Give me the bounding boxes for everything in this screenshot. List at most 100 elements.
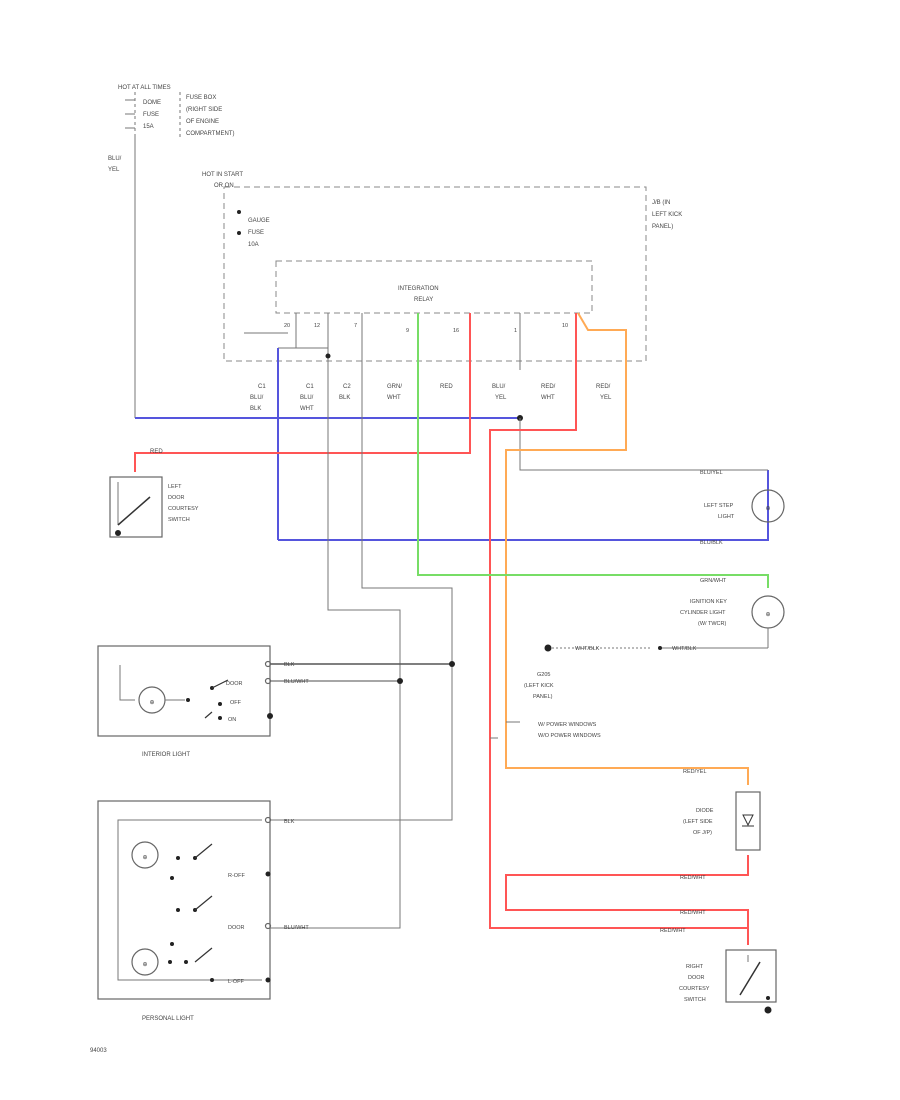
interior-pos-door: DOOR [226,681,243,687]
diode-wire-2: RED/WHT [680,875,706,881]
wire-label-8b: YEL [600,395,612,401]
personal-pos-roff: R-OFF [228,873,245,879]
ignition-label-2: CYLINDER LIGHT [680,610,726,616]
or-on-label: OR ON [214,183,234,189]
fuse-box-loc3: OF ENGINE [186,119,219,125]
diode-wire-1: RED/YEL [683,769,707,775]
personal-wire-2: BLU/WHT [284,925,309,931]
left-step-label-1: LEFT STEP [704,503,734,509]
bulb-icon: ⊕ [149,700,154,706]
interior-pos-on: ON [228,717,236,723]
fuse-label: FUSE [143,112,159,118]
ground-location: G205 (LEFT KICK PANEL) [524,672,554,700]
personal-pos-door: DOOR [228,925,245,931]
right-switch-wire-2: RED/WHT [660,928,686,934]
gauge-rating-label: 10A [248,242,259,248]
g205-loc2: (LEFT KICK [524,683,554,689]
gray-step-light-wire [519,418,768,471]
right-switch-wire-1: RED/WHT [680,910,706,916]
left-step-light: ⊕ BLU/YEL BLU/BLK LEFT STEP LIGHT [700,470,785,546]
personal-wire-1: BLK [284,819,295,825]
wire-label-1b: BLU/ [250,395,264,401]
ground-dot [544,644,552,652]
left-switch-label-4: SWITCH [168,517,190,523]
gray-personal-light-wire [270,348,401,929]
integration-relay-outline [275,260,593,314]
wire-labels-row: C1 BLU/ BLK C1 BLU/ WHT C2 BLK GRN/ WHT … [250,384,612,412]
ground-wire-2: WHT/BLK [672,646,697,652]
interior-light-label: INTERIOR LIGHT [142,752,190,758]
right-door-courtesy-switch: RED/WHT RED/WHT RIGHT DOOR COURTESY SWIT… [660,910,777,1014]
interior-wire-2: BLU/WHT [284,679,309,685]
wire-label-5a: RED [440,384,453,390]
right-switch-label-2: DOOR [688,975,705,981]
wire-label-4b: WHT [387,395,401,401]
left-switch-label-1: LEFT [168,484,182,490]
wire-label-6b: YEL [495,395,507,401]
diode-label-3: OF J/P) [693,830,712,836]
hot-at-all-times-label: HOT AT ALL TIMES [118,85,171,91]
bulb-icon: ⊕ [765,506,770,512]
wire-label-1c: BLK [250,406,261,412]
ignition-label-1: IGNITION KEY [690,599,727,605]
interior-wire-1: BLK [284,662,295,668]
junction-dot-interior-1 [449,661,455,667]
left-step-label-2: LIGHT [718,514,735,520]
right-switch-label-4: SWITCH [684,997,706,1003]
red-right-switch-wire [489,313,748,929]
left-door-courtesy-switch: LEFT DOOR COURTESY SWITCH [109,476,199,538]
wire-label-4a: GRN/ [387,384,402,390]
diode-label-2: (LEFT SIDE [683,819,713,825]
wire-label-7b: WHT [541,395,555,401]
relay-stub-wires [277,313,521,540]
ignition-key-cylinder-light: ⊕ GRN/WHT IGNITION KEY CYLINDER LIGHT (W… [544,578,785,652]
bulb-icon: ⊕ [765,612,770,618]
top-wire-label: BLU/ [108,156,122,162]
pin-9: 9 [406,328,409,334]
relay-label: RELAY [414,297,433,303]
wire-label-2c: WHT [300,406,314,412]
jb-loc2: LEFT KICK [652,212,682,218]
ignition-wire-label: GRN/WHT [700,578,727,584]
ignition-label-3: (W/ TWCR) [698,621,726,627]
personal-light-label: PERSONAL LIGHT [142,1016,194,1022]
orange-diode-wire [505,312,749,785]
red-diode-wire [505,855,749,945]
wire-label-2b: BLU/ [300,395,314,401]
diagram-id: 94003 [90,1048,107,1054]
dome-label: DOME [143,100,161,106]
pin-20: 20 [284,323,290,329]
wire-label-3b: BLK [339,395,350,401]
personal-pos-loff: L-OFF [228,979,245,985]
personal-light: ⊕ ⊕ R-OFF DOOR L-OFF BLK BLU/WHT PERSONA… [97,800,309,1022]
pin-10: 10 [562,323,568,329]
diode: RED/YEL DIODE (LEFT SIDE OF J/P) RED/WHT [680,769,761,881]
top-wire-label-2: YEL [108,167,120,173]
g205-loc3: PANEL) [533,694,553,700]
left-switch-label-2: DOOR [168,495,185,501]
green-ignition-wire [417,313,769,588]
bulb-icon: ⊕ [142,855,147,861]
wire-label-6a: BLU/ [492,384,506,390]
junction-dot-interior-2 [397,678,403,684]
g205-label: G205 [537,672,550,678]
left-step-wire-2: BLU/BLK [700,540,723,546]
gauge-fuse-label: FUSE [248,230,264,236]
jb-loc3: PANEL) [652,224,673,230]
wire-label-7a: RED/ [541,384,556,390]
diode-label-1: DIODE [696,808,714,814]
pin-12: 12 [314,323,320,329]
bulb-icon: ⊕ [142,962,147,968]
red-wire-label: RED [150,449,163,455]
note-with-power-windows: W/ POWER WINDOWS [538,722,597,728]
jb-loc1: J/B (IN [652,200,670,206]
blue-step-light-wire [278,470,769,541]
pin-7: 7 [354,323,357,329]
pin-1: 1 [514,328,517,334]
fuse-box-loc4: COMPARTMENT) [186,131,234,137]
integration-relay-label: INTEGRATION [398,286,439,292]
top-power-source: HOT AT ALL TIMES DOME FUSE 15A FUSE BOX … [108,85,234,418]
fuse-box-loc2: (RIGHT SIDE [186,107,222,113]
black-ground-wire [270,370,453,821]
